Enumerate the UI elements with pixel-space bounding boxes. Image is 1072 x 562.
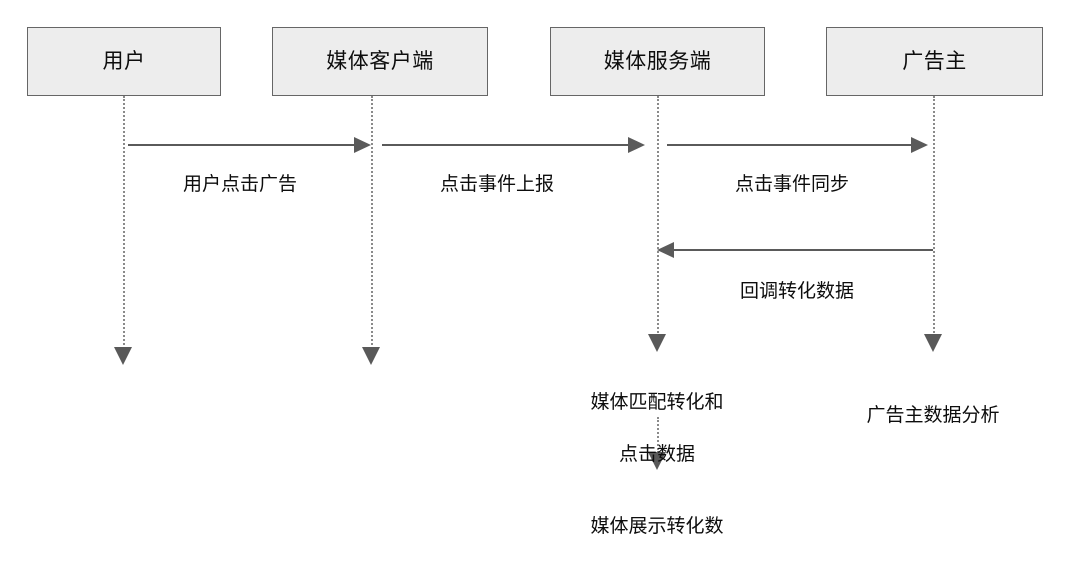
lifeline-media-server-upper <box>657 96 659 336</box>
participant-label-user: 用户 <box>102 49 146 73</box>
message-arrowhead-callback-conversion-data <box>657 242 674 258</box>
note-line-1: 媒体展示转化数 <box>590 515 724 537</box>
lifeline-user <box>123 96 125 349</box>
participant-box-user[interactable]: 用户 <box>27 27 221 96</box>
lifeline-end-arrow-user <box>114 347 132 365</box>
lifeline-end-arrow-media-server-lower <box>648 452 666 470</box>
note-media-match-conversion: 媒体匹配转化和 点击数据 <box>527 363 787 467</box>
lifeline-advertiser <box>933 96 935 336</box>
message-arrowhead-user-click-ad <box>354 137 371 153</box>
note-line-1: 媒体匹配转化和 <box>590 391 724 413</box>
participant-box-media-server[interactable]: 媒体服务端 <box>550 27 765 96</box>
lifeline-media-server-lower <box>657 417 659 453</box>
message-line-click-event-sync <box>667 144 911 146</box>
message-label-callback-conversion-data: 回调转化数据 <box>739 280 854 302</box>
message-arrowhead-click-event-report <box>628 137 645 153</box>
participant-label-media-client: 媒体客户端 <box>326 49 434 73</box>
note-line-1: 广告主数据分析 <box>866 404 1000 426</box>
participant-box-media-client[interactable]: 媒体客户端 <box>272 27 488 96</box>
message-line-user-click-ad <box>128 144 354 146</box>
message-label-click-event-sync: 点击事件同步 <box>734 173 849 195</box>
lifeline-end-arrow-advertiser <box>924 334 942 352</box>
note-line-2: 点击数据 <box>618 443 695 465</box>
participant-label-media-server: 媒体服务端 <box>603 49 712 73</box>
message-line-click-event-report <box>382 144 628 146</box>
message-arrowhead-click-event-sync <box>911 137 928 153</box>
message-label-click-event-report: 点击事件上报 <box>439 173 554 195</box>
note-media-display-conversion: 媒体展示转化数 据/优化后期效果 <box>522 487 792 562</box>
message-line-callback-conversion-data <box>674 249 933 251</box>
message-label-user-click-ad: 用户点击广告 <box>182 173 297 195</box>
participant-box-advertiser[interactable]: 广告主 <box>826 27 1043 96</box>
note-advertiser-data-analysis: 广告主数据分析 <box>803 376 1063 428</box>
lifeline-media-client <box>371 96 373 349</box>
lifeline-end-arrow-media-client <box>362 347 380 365</box>
lifeline-end-arrow-media-server-upper <box>648 334 666 352</box>
participant-label-advertiser: 广告主 <box>902 49 967 73</box>
